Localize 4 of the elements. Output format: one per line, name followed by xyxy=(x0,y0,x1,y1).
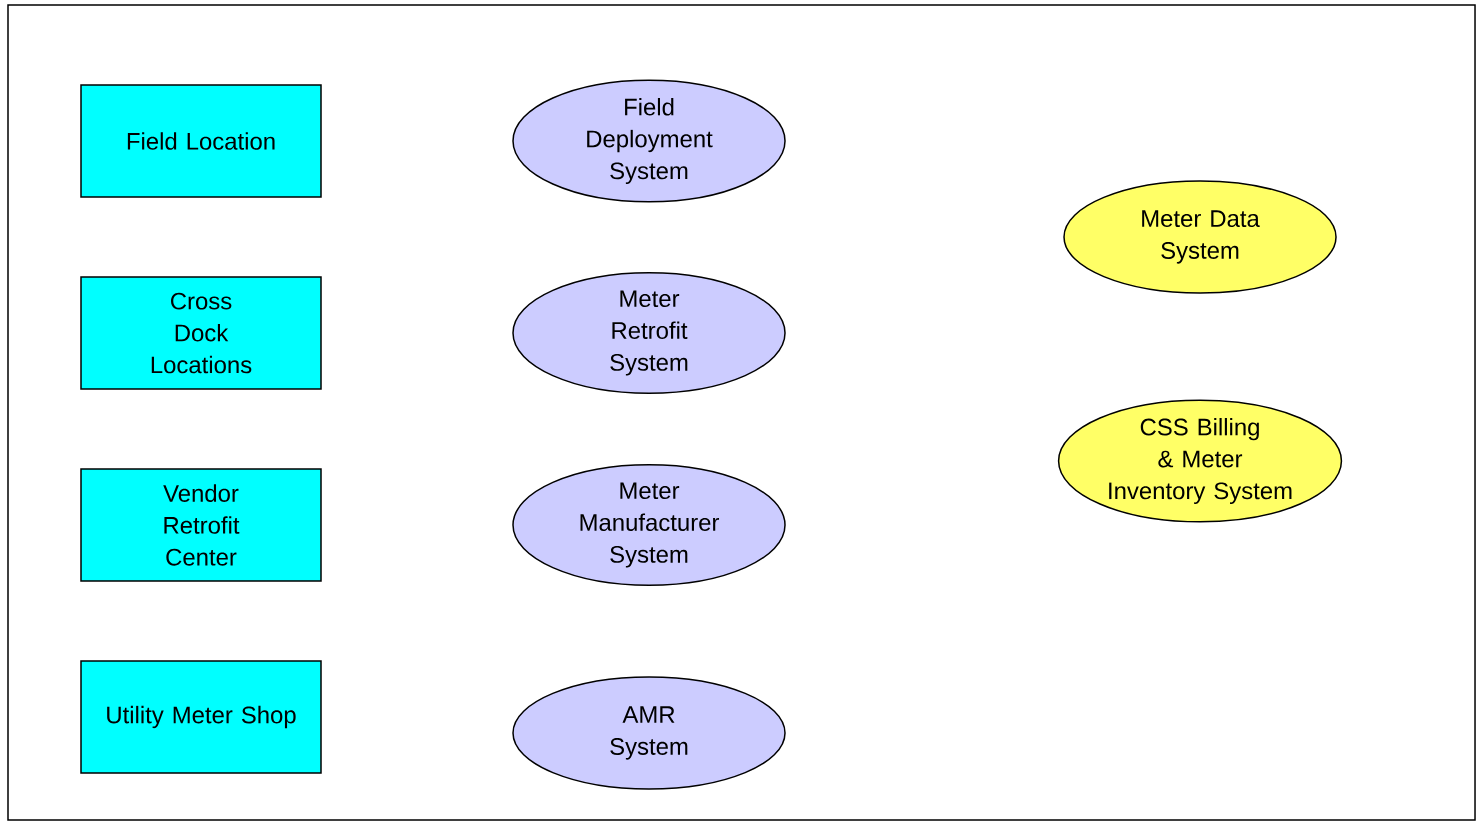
location-box: Field Location xyxy=(80,84,322,198)
location-box: Cross Dock Locations xyxy=(80,276,322,390)
location-box: Utility Meter Shop xyxy=(80,660,322,774)
location-box: Vendor Retrofit Center xyxy=(80,468,322,582)
